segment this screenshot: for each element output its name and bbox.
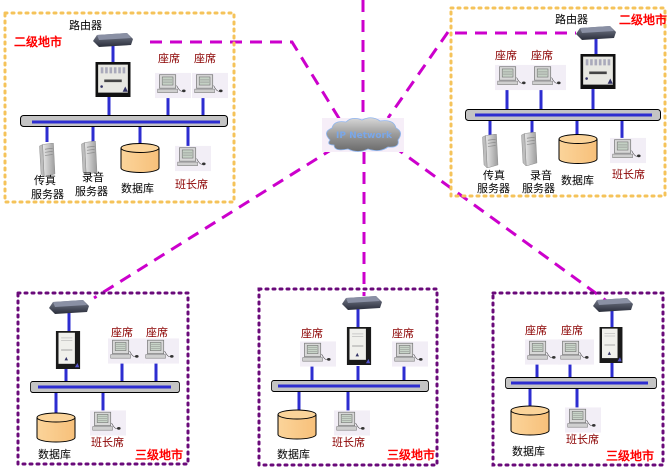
site-b-border	[449, 6, 667, 198]
seat-label: 座席	[301, 327, 323, 340]
seat-label: 座席	[525, 324, 547, 337]
recording-server-label: 服务器	[75, 185, 108, 198]
ip-network-cloud	[322, 117, 404, 152]
router-icon	[342, 296, 382, 310]
seat-label: 座席	[392, 327, 414, 340]
wan-link-site-a	[150, 40, 342, 121]
database-label: 数据库	[38, 448, 71, 461]
recording-server-icon	[81, 141, 98, 175]
database-label: 数据库	[277, 448, 310, 461]
seat-pc-icon	[558, 339, 594, 365]
seat-pc-icon	[108, 338, 144, 364]
ip-network-label: IP Network	[336, 131, 392, 141]
fax-server-icon	[482, 134, 499, 168]
leader-pc-icon	[565, 407, 601, 433]
server-tower-icon	[346, 327, 372, 365]
fax-server-icon	[39, 143, 56, 177]
fax-server-label: 传真	[483, 169, 505, 182]
server-tower-icon	[55, 331, 81, 369]
fax-server-label: 服务器	[477, 182, 510, 195]
seat-pc-icon	[392, 341, 428, 367]
fax-server-label-line1: 传真	[34, 174, 56, 187]
wan-link-site-b-cloud	[386, 31, 450, 119]
leader-pc-icon	[90, 410, 126, 436]
router-icon	[576, 26, 616, 40]
seat-label: 座席	[194, 52, 216, 65]
seat-pc-icon	[495, 64, 531, 91]
database-icon	[558, 134, 598, 164]
router-label: 路由器	[69, 19, 102, 32]
leader-pc-icon	[334, 410, 370, 436]
seat-label: 座席	[531, 49, 553, 62]
site-e-border	[491, 291, 665, 467]
seat-label: 座席	[561, 324, 583, 337]
router-label: 路由器	[555, 13, 588, 26]
wan-link-site-e	[392, 144, 609, 304]
pbx-mainframe-icon	[95, 62, 131, 97]
wan-link-site-c	[93, 146, 335, 300]
site-a-border	[3, 11, 236, 204]
router-icon	[49, 300, 89, 314]
wan-links	[93, 0, 609, 304]
seat-pc-icon	[192, 72, 228, 99]
site-d-border	[257, 287, 439, 467]
database-label: 数据库	[561, 174, 594, 187]
site-c	[30, 300, 180, 443]
site-c-border	[16, 291, 190, 466]
router-icon	[93, 33, 133, 47]
city-level-label: 三级地市	[135, 448, 184, 462]
seat-pc-icon	[530, 64, 566, 91]
seat-pc-icon	[143, 338, 179, 364]
site-e	[505, 298, 657, 436]
seat-pc-icon	[525, 339, 561, 365]
cloud-icon	[326, 117, 401, 152]
recording-server-label: 录音	[82, 171, 104, 184]
database-icon	[36, 412, 76, 443]
recording-server-label: 服务器	[522, 182, 555, 195]
leader-pc-icon	[610, 137, 646, 164]
seat-label: 座席	[111, 326, 133, 339]
database-label: 数据库	[121, 182, 154, 195]
seat-pc-icon	[155, 72, 191, 99]
router-icon	[593, 298, 633, 312]
recording-server-icon	[521, 132, 538, 166]
database-label: 数据库	[512, 445, 545, 458]
leader-seat-label: 班长席	[332, 436, 365, 449]
city-level-label: 三级地市	[387, 448, 436, 462]
leader-seat-label: 班长席	[91, 436, 124, 449]
server-tower-icon	[599, 327, 623, 363]
city-level-label: 三级地市	[606, 449, 655, 463]
leader-seat-label: 班长席	[175, 178, 208, 191]
site-d	[271, 296, 429, 440]
leader-seat-label: 班长席	[612, 168, 645, 181]
fax-server-label: 服务器	[31, 188, 64, 201]
database-icon	[277, 409, 317, 440]
recording-server-label: 录音	[530, 169, 552, 182]
site-a	[20, 33, 228, 177]
seat-pc-icon	[300, 341, 336, 367]
fax-server-label: 传真	[34, 175, 56, 187]
database-icon	[510, 405, 550, 436]
seat-label: 座席	[158, 52, 180, 65]
database-icon	[120, 143, 160, 173]
leader-seat-label: 班长席	[566, 433, 599, 446]
leader-pc-icon	[175, 145, 211, 172]
seat-label: 座席	[495, 49, 517, 62]
site-b	[465, 26, 661, 168]
pbx-mainframe-icon	[580, 54, 616, 89]
city-level-label: 二级地市	[619, 13, 668, 27]
seat-label: 座席	[146, 326, 168, 339]
city-level-label: 二级地市	[14, 35, 63, 49]
